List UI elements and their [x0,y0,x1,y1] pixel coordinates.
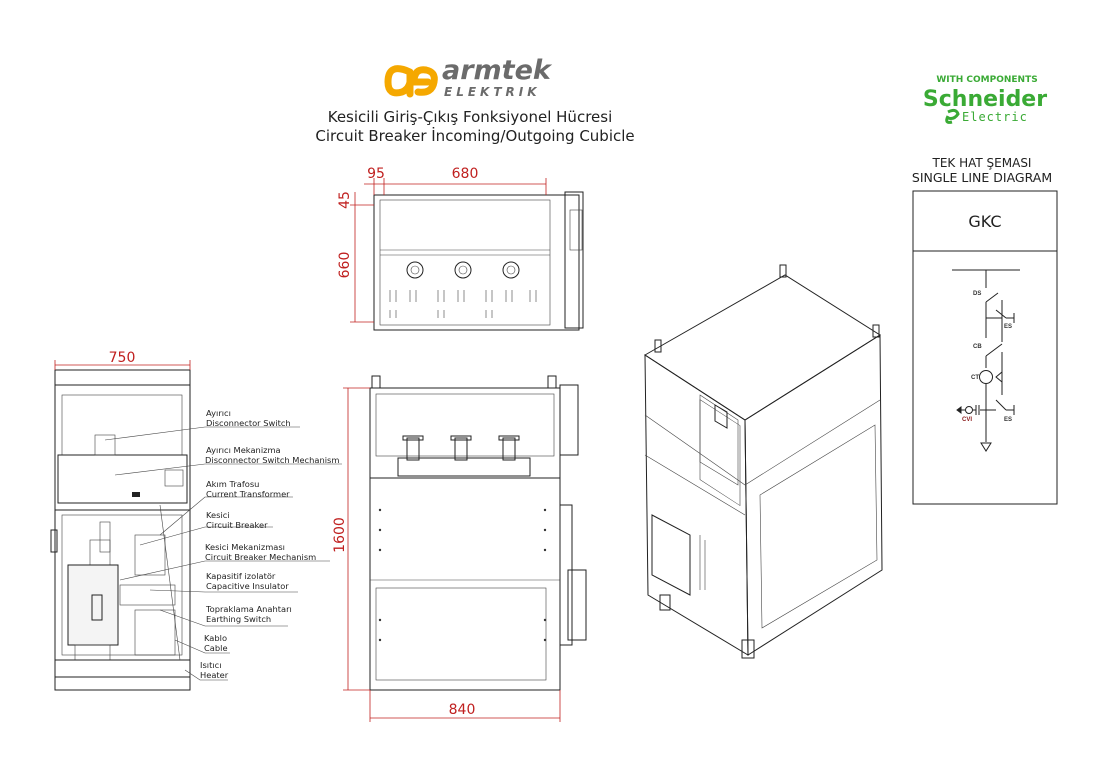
component-labels: Ayırıcı Disconnector Switch Ayırıcı Meka… [104,408,342,681]
side-view-dimensions: 750 [54,350,191,370]
partner-sub: Electric [962,110,1028,124]
svg-text:Current Transformer: Current Transformer [206,489,290,499]
svg-text:Ayırıcı: Ayırıcı [206,408,231,418]
svg-text:Cable: Cable [204,643,228,653]
svg-text:Kablo: Kablo [204,633,227,643]
sld-cvi-label: CVI [962,417,972,423]
svg-text:Akım Trafosu: Akım Trafosu [206,479,259,489]
schneider-logo: WITH COMPONENTS Schneider Electric [923,75,1047,124]
sld-title-tr: TEK HAT ŞEMASI [932,156,1032,170]
label-disconnector-switch: Ayırıcı Disconnector Switch [104,408,300,441]
svg-text:Kesici Mekanizması: Kesici Mekanizması [205,542,285,552]
title-en: Circuit Breaker İncoming/Outgoing Cubicl… [315,126,634,145]
svg-text:Circuit Breaker: Circuit Breaker [206,520,268,530]
brand-sub: ELEKTRIK [444,85,541,99]
sld-es1-label: ES [1004,324,1012,330]
title-tr: Kesicili Giriş-Çıkış Fonksiyonel Hücresi [328,108,613,126]
partner-prefix: WITH COMPONENTS [936,75,1037,85]
label-cable: Kablo Cable [174,633,230,654]
sld-schematic [952,269,1020,452]
svg-text:Isıtıcı: Isıtıcı [200,660,222,670]
svg-text:Kapasitif izolatör: Kapasitif izolatör [206,571,276,581]
svg-text:Disconnector Switch Mechanism: Disconnector Switch Mechanism [205,455,339,465]
armtek-ae-icon [384,65,438,98]
dim-side-width: 750 [109,350,136,366]
svg-text:Topraklama Anahtarı: Topraklama Anahtarı [205,604,292,614]
svg-text:Circuit Breaker Mechanism: Circuit Breaker Mechanism [205,552,316,562]
svg-text:Ayırıcı Mekanizma: Ayırıcı Mekanizma [206,445,281,455]
sld-cb-label: CB [973,344,982,350]
top-view [373,191,584,331]
sld-ct-label: CT [971,375,979,381]
partner-name: Schneider [923,87,1047,112]
label-heater: Isıtıcı Heater [184,660,229,681]
front-view [369,375,587,691]
armtek-logo: armtek ELEKTRIK [384,55,553,99]
sld-es2-label: ES [1004,417,1012,423]
isometric-view [644,264,883,659]
dim-top-left: 95 [367,166,385,182]
svg-text:Earthing Switch: Earthing Switch [206,614,271,624]
svg-text:Capacitive Insulator: Capacitive Insulator [206,581,289,591]
dim-top-offset: 45 [337,191,353,209]
label-current-transformer: Akım Trafosu Current Transformer [159,479,293,536]
svg-text:Disconnector Switch: Disconnector Switch [206,418,291,428]
dim-top-depth: 660 [337,252,353,279]
dim-front-width: 840 [449,702,476,718]
front-view-dimensions: 1600 840 [332,387,561,722]
label-earthing-switch: Topraklama Anahtarı Earthing Switch [159,604,292,627]
sld-title-en: SINGLE LINE DIAGRAM [912,170,1052,185]
svg-text:Kesici: Kesici [206,510,230,520]
schneider-glyph-icon [945,108,960,124]
label-disconnector-switch-mechanism: Ayırıcı Mekanizma Disconnector Switch Me… [114,445,342,476]
sld-code: GKC [968,212,1001,231]
top-view-dimensions: 95 680 45 660 [337,166,547,323]
label-circuit-breaker: Kesici Circuit Breaker [139,510,273,546]
sld-ds-label: DS [973,291,981,297]
side-section-view [50,369,191,691]
dim-top-width: 680 [452,166,479,182]
label-capacitive-insulator: Kapasitif izolatör Capacitive Insulator [149,571,298,593]
label-circuit-breaker-mechanism: Kesici Mekanizması Circuit Breaker Mecha… [119,542,330,581]
brand-name: armtek [442,55,553,86]
single-line-diagram: TEK HAT ŞEMASI SINGLE LINE DIAGRAM GKC [912,156,1058,505]
svg-text:Heater: Heater [200,670,229,680]
dim-front-height: 1600 [332,517,348,553]
